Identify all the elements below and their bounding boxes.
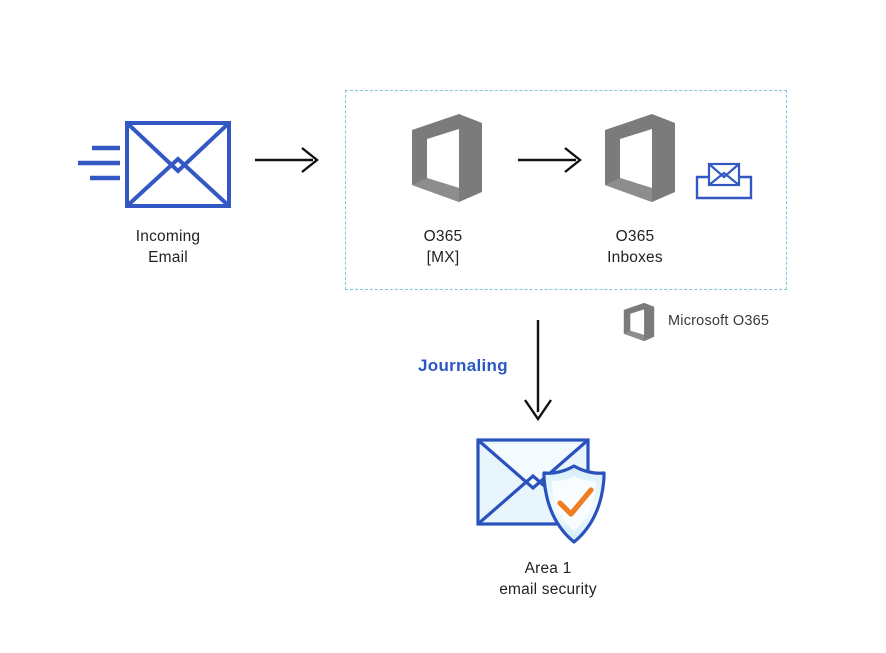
office-365-icon xyxy=(623,302,655,342)
legend-microsoft-o365 xyxy=(620,302,658,342)
node-area1-email-security xyxy=(470,432,630,554)
inbox-tray-icon xyxy=(694,160,754,202)
checkmark-icon xyxy=(557,487,594,517)
shielded-envelope-icon xyxy=(476,438,606,544)
label-o365-mx: O365 [MX] xyxy=(423,228,463,266)
label-area1-email-security: Area 1 email security xyxy=(499,560,597,598)
node-o365-mx xyxy=(407,112,487,204)
label-o365-inboxes: O365 Inboxes xyxy=(607,228,663,266)
microsoft-o365-boundary xyxy=(345,90,787,290)
legend-label: Microsoft O365 xyxy=(668,313,770,329)
office-365-icon xyxy=(605,114,675,202)
label-journaling: Journaling xyxy=(418,356,508,375)
envelope-icon xyxy=(78,121,231,208)
label-incoming-email: Incoming Email xyxy=(135,228,201,266)
arrow-incoming-to-mx xyxy=(255,145,323,175)
node-incoming-email xyxy=(70,115,235,215)
arrow-inboxes-to-area1 xyxy=(520,320,560,424)
office-365-icon xyxy=(412,114,482,202)
node-o365-inboxes xyxy=(600,112,680,204)
arrow-mx-to-inboxes xyxy=(518,145,588,175)
